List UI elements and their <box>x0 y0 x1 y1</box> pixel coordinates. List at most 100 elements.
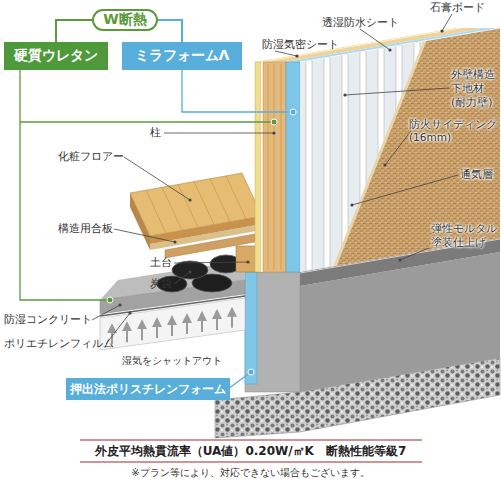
leader-lines <box>352 175 458 205</box>
group-heading-box: W断熱 <box>92 9 158 31</box>
moisture-arrows <box>201 316 203 332</box>
part-label: 構造用合板 <box>58 222 113 236</box>
part-label: 湿気をシャットアウト <box>122 355 222 368</box>
wall <box>335 28 500 266</box>
node-text: W断熱 <box>103 12 146 27</box>
floor-planks <box>146 176 246 233</box>
insulation-callout-lines <box>20 70 110 300</box>
wall <box>263 62 286 272</box>
leader-lines <box>442 14 452 31</box>
caption-rules <box>80 440 422 441</box>
bracket-connector <box>158 20 182 42</box>
floor-planks <box>210 179 230 222</box>
furring-strips <box>324 57 330 268</box>
leader-dots <box>173 240 176 243</box>
part-label: 防湿気密シート <box>262 38 339 52</box>
leader-dots <box>440 29 443 32</box>
insulation-callout-lines <box>290 109 296 115</box>
part-label: 石膏ボード <box>430 1 485 15</box>
leader-dots <box>188 198 191 201</box>
floor-planks <box>226 176 246 219</box>
leader-lines <box>360 29 390 50</box>
node-text: 押出法ポリスチレンフォーム <box>70 383 226 396</box>
wall <box>281 64 282 270</box>
leader-dots <box>246 260 249 263</box>
part-label: 防火サイディング (16mm) <box>409 118 497 144</box>
insulation-callout-lines <box>182 70 293 112</box>
floor <box>130 173 262 272</box>
wall <box>255 62 261 272</box>
leader-lines <box>92 305 120 320</box>
wall <box>255 28 500 272</box>
wall <box>268 64 281 270</box>
leader-lines <box>400 248 429 260</box>
insulation-callout-lines <box>271 119 277 125</box>
moisture-arrows <box>231 312 233 328</box>
floor-planks <box>146 190 166 233</box>
part-label: 外壁構造 下地材 (耐力壁) <box>451 68 495 109</box>
part-label: ポリエチレンフィルム <box>4 337 114 351</box>
insulation-box: 硬質ウレタン <box>4 42 108 70</box>
insulation-callout-lines <box>228 372 251 389</box>
insulation-box: ミラフォームΛ <box>122 42 242 70</box>
furring-strips <box>306 60 312 271</box>
part-label: 弾性モルタル 塗装仕上げ <box>431 222 497 250</box>
wall <box>268 64 269 270</box>
moisture-arrows <box>112 312 232 345</box>
part-label: 柱 <box>150 126 161 140</box>
leader-dots <box>118 303 121 306</box>
moisture-arrows <box>186 318 188 334</box>
node-text: 硬質ウレタン <box>14 48 98 63</box>
wall <box>261 62 263 272</box>
part-label: 通気層 <box>460 168 493 182</box>
leader-dots <box>398 258 401 261</box>
part-label: 炭袋 <box>150 277 172 291</box>
part-label: 化粧フロアー <box>58 150 124 164</box>
caption-rules <box>80 462 422 463</box>
insulation-callout-lines <box>107 297 113 303</box>
moisture-arrows <box>141 324 143 340</box>
leader-lines <box>385 131 411 165</box>
leader-dots <box>188 270 191 273</box>
wall <box>335 41 425 266</box>
moisture-arrows <box>126 326 128 342</box>
wall <box>274 64 275 270</box>
foundation <box>245 272 300 392</box>
leader-dots <box>350 203 353 206</box>
part-label: 透湿防水シート <box>322 16 399 30</box>
moisture-arrows <box>156 322 158 338</box>
insulation-callout-lines <box>20 121 274 122</box>
leader-lines <box>164 133 274 134</box>
leader-lines <box>174 272 190 284</box>
insulation-callout-lines <box>248 369 254 375</box>
leader-lines <box>174 262 248 263</box>
floor-slab <box>100 260 245 350</box>
footnote: ※プラン等により、対応できない場合もございます。 <box>0 467 501 480</box>
leader-dots <box>383 163 386 166</box>
leader-dots <box>388 48 391 51</box>
leader-lines <box>124 157 190 200</box>
node-text: ミラフォームΛ <box>135 48 230 63</box>
leader-dots <box>272 131 275 134</box>
wall <box>300 28 500 272</box>
wall <box>286 62 300 272</box>
bracket-connector <box>56 20 92 42</box>
floor-slab <box>100 296 245 316</box>
moisture-arrows <box>216 314 218 330</box>
leader-lines <box>114 229 175 242</box>
moisture-arrows <box>171 320 173 336</box>
charcoal-bags <box>172 261 208 279</box>
floor-planks <box>178 184 198 227</box>
floor-planks <box>162 187 182 230</box>
leader-dots <box>295 54 298 57</box>
leader-dots <box>128 311 131 314</box>
caption-text: 外皮平均熱貫流率（UA値）0.20W/㎡K 断熱性能等級7 <box>0 443 501 460</box>
leader-dots <box>118 29 443 314</box>
foundation <box>245 272 257 384</box>
leader-lines <box>345 88 449 95</box>
leader-dots <box>343 93 346 96</box>
leader-lines <box>92 14 458 344</box>
